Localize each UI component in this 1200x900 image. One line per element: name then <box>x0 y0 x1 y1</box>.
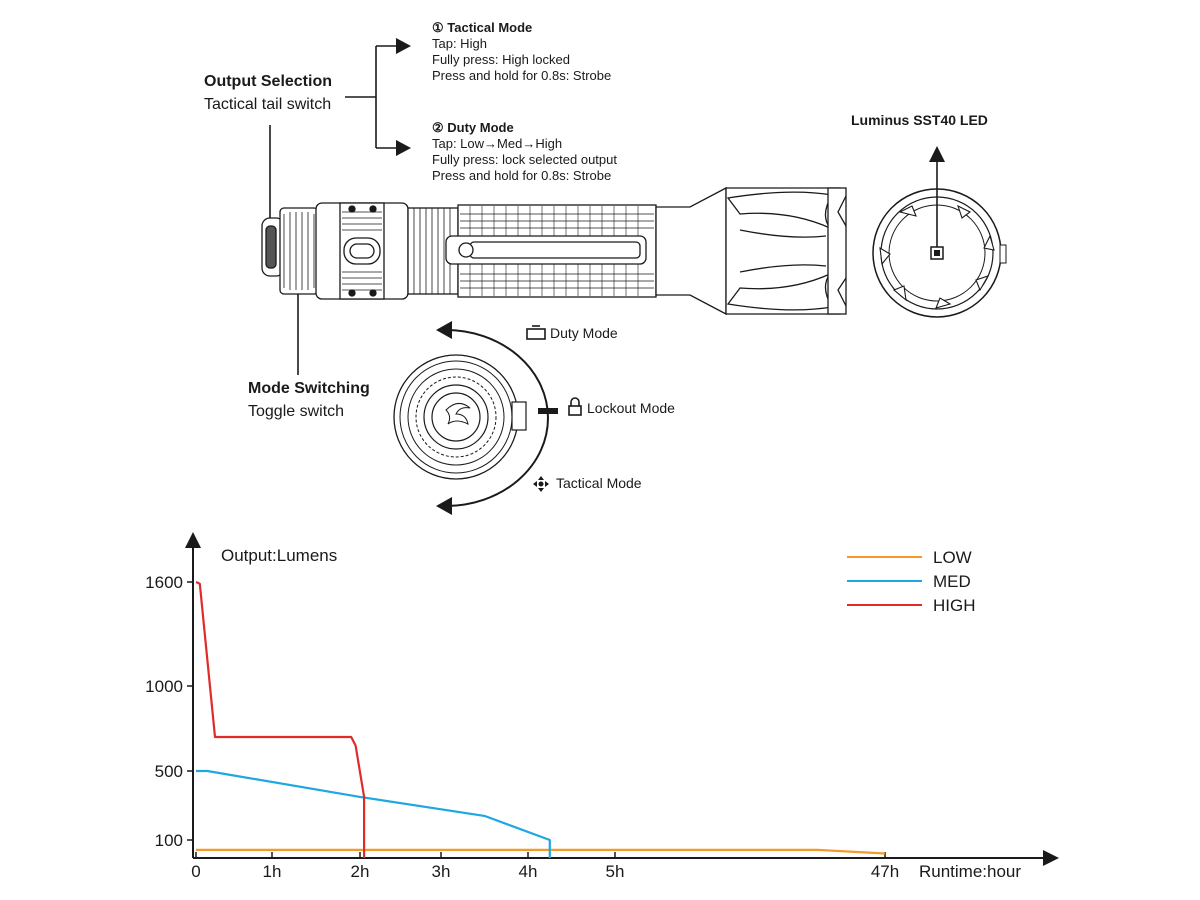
output-selection-title: Output Selection <box>204 73 332 90</box>
y-tick-label: 1000 <box>145 677 183 696</box>
runtime-chart: Output:Lumens Runtime:hour 1600100050010… <box>145 532 1059 881</box>
y-tick-label: 100 <box>155 831 183 850</box>
lockout-mode-position-label: Lockout Mode <box>587 400 675 416</box>
tactical-mode-block: ① Tactical Mode Tap: High Fully press: H… <box>432 20 611 84</box>
battery-icon <box>526 325 546 340</box>
y-tick-label: 500 <box>155 762 183 781</box>
x-axis-arrow-icon <box>1043 850 1059 866</box>
duty-mode-block: ② Duty Mode Tap: Low→Med→High Fully pres… <box>432 120 617 184</box>
x-tick-label: 2h <box>351 862 370 881</box>
x-tick-label: 4h <box>519 862 538 881</box>
x-tick-label: 5h <box>606 862 625 881</box>
arrow-tactical <box>396 38 411 54</box>
led-arrow-icon <box>929 146 945 162</box>
duty-mode-line: Fully press: lock selected output <box>432 152 617 167</box>
tactical-mode-position-label: Tactical Mode <box>556 475 642 491</box>
arc-arrow-bottom-icon <box>436 497 452 515</box>
duty-mode-position-label: Duty Mode <box>550 325 618 341</box>
series-line-high <box>195 580 366 858</box>
legend: LOW MED HIGH <box>847 548 976 615</box>
led-label: Luminus SST40 LED <box>851 112 988 128</box>
x-tick-label: 0 <box>191 862 200 881</box>
led-front-view <box>872 188 1007 318</box>
tactical-mode-line: Tap: High <box>432 36 487 51</box>
rotation-arc <box>445 329 549 507</box>
flashlight-diagram <box>261 38 1007 515</box>
series-lines <box>195 580 886 858</box>
y-ticks: 1600 1000 500 100 <box>145 573 193 850</box>
tactical-mode-line: Fully press: High locked <box>432 52 570 67</box>
mode-switching-title: Mode Switching <box>248 380 370 397</box>
legend-label-high: HIGH <box>933 596 976 615</box>
x-tick-label: 47h <box>871 862 899 881</box>
legend-label-low: LOW <box>933 548 972 567</box>
flashlight-side-view <box>261 186 847 316</box>
x-tick-label: 1h <box>263 862 282 881</box>
arc-arrow-top-icon <box>436 321 452 339</box>
output-selection-subtitle: Tactical tail switch <box>204 96 332 113</box>
tactical-mode-line: Press and hold for 0.8s: Strobe <box>432 68 612 83</box>
y-tick-label: 1600 <box>145 573 183 592</box>
duty-mode-heading: ② Duty Mode <box>432 120 514 135</box>
output-selection-bracket <box>345 45 400 149</box>
lock-icon <box>568 397 582 416</box>
lockout-position-mark <box>538 408 558 414</box>
tailcap-top-view <box>393 354 527 480</box>
x-tick-label: 3h <box>432 862 451 881</box>
x-ticks: 0 1h 2h 3h 4h 5h 47h <box>191 852 899 881</box>
duty-mode-line: Tap: Low→Med→High <box>432 136 563 151</box>
legend-label-med: MED <box>933 572 971 591</box>
mode-switching-subtitle: Toggle switch <box>248 403 345 420</box>
series-line-med <box>196 769 551 858</box>
x-axis-label: Runtime:hour <box>919 862 1021 881</box>
tactical-mode-heading: ① Tactical Mode <box>432 20 533 35</box>
y-axis-label: Output:Lumens <box>221 546 337 565</box>
arrow-duty <box>396 140 411 156</box>
duty-mode-line: Press and hold for 0.8s: Strobe <box>432 168 612 183</box>
series-line-low <box>196 848 886 855</box>
y-axis-arrow-icon <box>185 532 201 548</box>
crosshair-icon <box>533 476 549 492</box>
